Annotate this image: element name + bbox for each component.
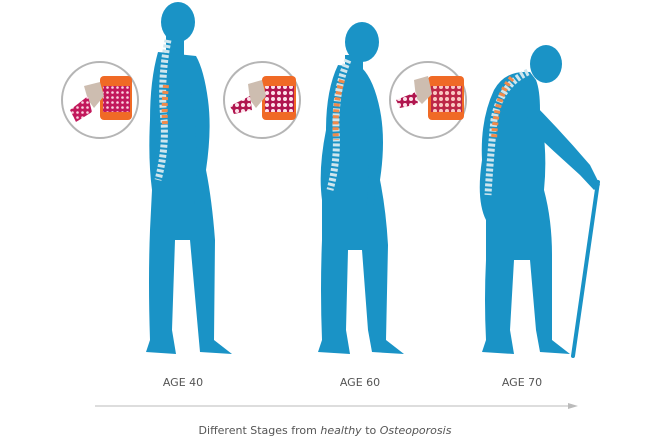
figure-age-60 — [318, 22, 404, 354]
caption-osteoporosis: Osteoporosis — [379, 424, 452, 437]
timeline-arrow — [95, 403, 578, 409]
spine-age-40 — [154, 39, 172, 181]
walking-cane — [571, 180, 600, 358]
bone-detail-age-40 — [61, 61, 139, 139]
caption-middle: to — [361, 424, 380, 437]
stage-label-age-60: AGE 60 — [339, 376, 381, 389]
figure-age-40 — [146, 2, 232, 354]
caption-prefix: Different Stages from — [198, 424, 321, 437]
spine-age-60 — [326, 58, 352, 191]
bone-detail-age-60 — [223, 61, 301, 139]
caption-healthy: healthy — [320, 424, 362, 437]
spine-age-70 — [484, 68, 530, 196]
stage-label-age-40: AGE 40 — [162, 376, 204, 389]
caption: Different Stages from healthy to Osteopo… — [0, 424, 650, 437]
stage-label-age-70: AGE 70 — [501, 376, 543, 389]
bone-detail-age-70 — [389, 61, 467, 139]
figure-age-70 — [479, 45, 600, 355]
